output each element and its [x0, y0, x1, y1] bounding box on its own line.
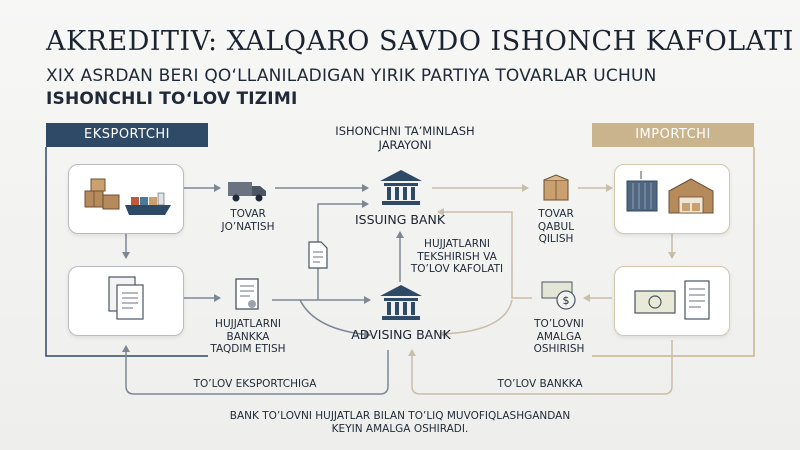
cash-receipt-icon [634, 280, 710, 320]
receive-goods-label: TOVAR QABUL QILISH [514, 208, 598, 246]
goods-card [68, 164, 184, 234]
boxes-ship-icon [84, 178, 171, 215]
payment-coins-icon: $ [541, 281, 576, 310]
receive-goods-text: TOVAR QABUL QILISH [537, 208, 575, 245]
pay-exporter-label: TO’LOV EKSPORTCHIGA [193, 378, 317, 390]
package-icon [543, 174, 569, 201]
container-warehouse-icon [626, 171, 714, 214]
process-title: ISHONCHNI TA’MINLASH JARAYONI [335, 124, 475, 152]
arrow-pay-bank [408, 340, 673, 395]
exporter-frame [45, 147, 208, 357]
money-card [614, 266, 730, 336]
ship-goods-text: TOVAR JO’NATISH [221, 208, 275, 233]
svg-text:$: $ [563, 294, 570, 307]
arrow-pay-exporter [122, 345, 389, 395]
warehouse-card [614, 164, 730, 234]
check-docs-label: HUJJATLARNI TEKSHIRISH VA TO’LOV KAFOLAT… [410, 238, 504, 275]
submit-docs-label: HUJJATLARNI BANKKA TAQDIM ETISH [198, 318, 298, 356]
arrow-payment-to-advising [439, 299, 513, 338]
document-icon [308, 241, 328, 269]
arrow-payment-to-issuing [437, 208, 532, 299]
make-payment-label: TO’LOVNI AMALGA OSHIRISH [516, 318, 602, 356]
arrow-scroll-curve-advising [299, 299, 371, 339]
documents-card [68, 266, 184, 336]
exporter-tag: EKSPORTCHI [46, 123, 208, 147]
pay-bank-label: TO’LOV BANKKA [497, 378, 583, 390]
issuing-bank-icon [380, 170, 422, 205]
page-title: AKREDITIV: XALQARO SAVDO ISHONCH KAFOLAT… [46, 26, 794, 57]
truck-icon [228, 182, 266, 202]
submit-docs-text: HUJJATLARNI BANKKA TAQDIM ETISH [210, 318, 286, 355]
certificate-icon [235, 278, 259, 310]
ship-goods-label: TOVAR JO’NATISH [208, 208, 288, 233]
advising-bank-icon [380, 285, 422, 320]
importer-frame [592, 147, 755, 357]
documents-icon [108, 276, 144, 320]
advising-bank-label: ADVISING BANK [351, 327, 451, 342]
importer-tag: IMPORTCHI [592, 123, 754, 147]
subtitle-line-2: ISHONCHLI TO‘LOV TIZIMI [46, 89, 298, 109]
issuing-bank-label: ISSUING BANK [354, 212, 446, 227]
footer-note: BANK TO’LOVNI HUJJATLAR BILAN TO’LIQ MUV… [229, 410, 571, 435]
make-payment-text: TO’LOVNI AMALGA OSHIRISH [533, 318, 585, 355]
subtitle-line-1: XIX ASRDAN BERI QO‘LLANILADIGAN YIRIK PA… [46, 66, 657, 86]
